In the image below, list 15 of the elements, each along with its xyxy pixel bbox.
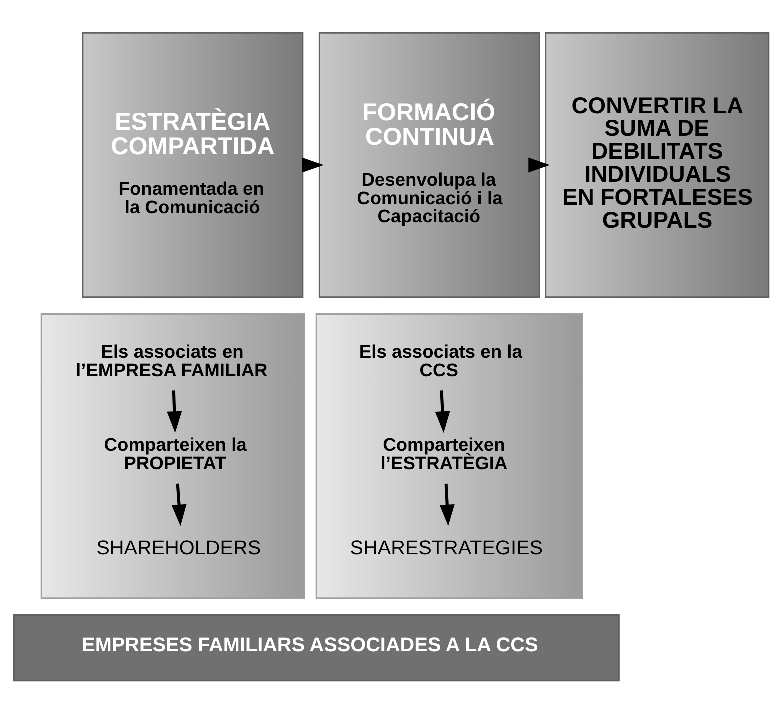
node-box: EMPRESES FAMILIARS ASSOCIADES A LA CCS: [13, 614, 620, 682]
node-text: Els associats en l’EMPRESA FAMILIAR: [76, 340, 268, 380]
node-text: Comparteixen l’ESTRATÈGIA: [380, 434, 508, 473]
arrow: [440, 483, 455, 526]
cluster: [316, 312, 584, 599]
node-text: Comparteixen la PROPIETAT: [104, 434, 247, 473]
node-box: CONVERTIR LA SUMA DE DEBILITATS INDIVIDUALS EN FORTALESES GRUPALS: [545, 32, 770, 298]
arrow: [528, 157, 550, 172]
node-text: Els associats en la CCS: [359, 340, 522, 380]
node-text: SHAREHOLDERS: [96, 537, 262, 560]
cluster: [40, 312, 306, 599]
arrow: [435, 390, 450, 433]
arrow: [172, 483, 187, 526]
node-text: SHARESTRATEGIES: [350, 537, 543, 560]
arrow: [167, 390, 182, 433]
